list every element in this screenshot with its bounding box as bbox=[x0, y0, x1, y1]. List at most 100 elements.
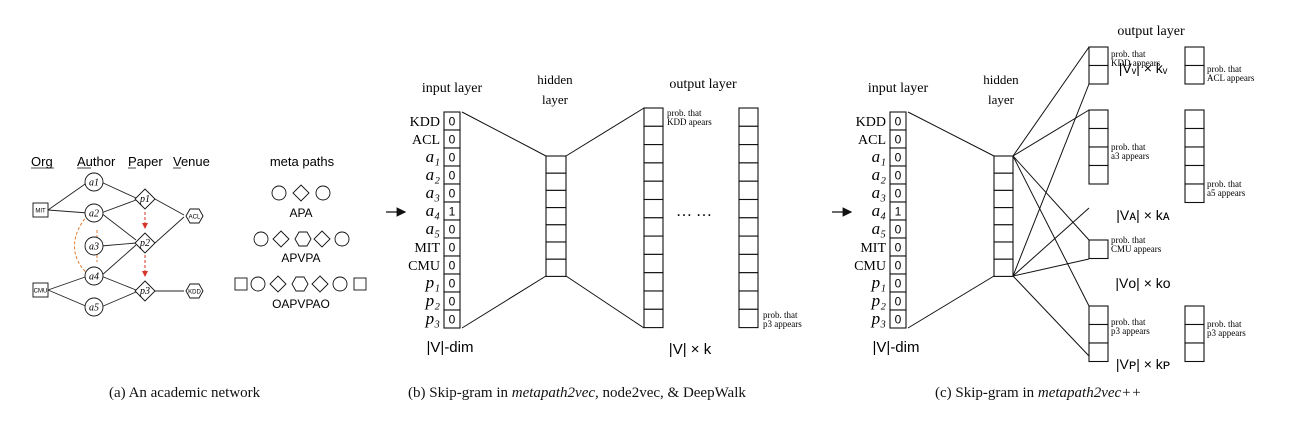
c-group2-a-cell-0 bbox=[1088, 239, 1109, 260]
c-group0-dim-label: |Vᵥ| × kᵥ bbox=[1119, 60, 1168, 76]
input-label-5: a₄ bbox=[426, 201, 441, 220]
hidden-layer bbox=[545, 155, 567, 277]
c-input-value-7: 0 bbox=[895, 241, 902, 255]
c-group1-b-cell-4 bbox=[1184, 183, 1205, 204]
c-group0-prob1-line1: prob. that bbox=[1111, 49, 1146, 59]
output2-cell-5 bbox=[738, 198, 759, 219]
c-group3-prob2-line2: p3 appears bbox=[1207, 328, 1246, 338]
c-group0-prob2-line2: ACL appears bbox=[1207, 73, 1255, 83]
paper-node-p3: p3 bbox=[139, 286, 150, 297]
input-label-1: ACL bbox=[412, 133, 440, 148]
c-group3-prob1-line1: prob. that bbox=[1111, 317, 1146, 327]
c-group3-a-cell-0 bbox=[1088, 305, 1109, 326]
c-hidden-layer-title-1: hidden bbox=[983, 72, 1019, 87]
meta-path-oapvpao: OAPVPAO bbox=[272, 297, 330, 311]
c-input-value-8: 0 bbox=[895, 259, 902, 273]
org-node-cmu: CMU bbox=[34, 289, 48, 295]
author-node-a3: a3 bbox=[89, 242, 99, 253]
header-author: Author bbox=[77, 154, 116, 169]
c-group1-a-cell-2 bbox=[1088, 146, 1109, 167]
output2-cell-4 bbox=[738, 180, 759, 201]
author-node-a2: a2 bbox=[89, 209, 99, 220]
c-input-value-4: 0 bbox=[895, 187, 902, 201]
c-input-label-5: a₄ bbox=[872, 201, 887, 220]
output1-cell-7 bbox=[643, 235, 664, 255]
input-value-4: 0 bbox=[449, 187, 456, 201]
input-value-7: 0 bbox=[449, 241, 456, 255]
panel-c-skipgram-plusplus: input layer hidden layer output layer KD… bbox=[832, 24, 1255, 372]
output2-cell-7 bbox=[738, 235, 759, 255]
input-cell-11 bbox=[443, 309, 461, 329]
header-org: Org bbox=[31, 154, 53, 169]
input-value-9: 0 bbox=[449, 277, 456, 291]
hidden-cell-4 bbox=[545, 224, 567, 243]
c-input-label-10: p₂ bbox=[871, 291, 887, 310]
c-input-label-2: a₁ bbox=[872, 147, 886, 166]
c-group1-prob1-line2: a3 appears bbox=[1111, 151, 1150, 161]
output2-cell-0 bbox=[738, 107, 759, 127]
c-group1-dim-label: |Vᴀ| × kᴀ bbox=[1116, 207, 1170, 223]
meta-paths-title: meta paths bbox=[270, 154, 335, 169]
input-label-8: CMU bbox=[408, 259, 440, 274]
c-group1-a-cell-0 bbox=[1088, 109, 1109, 130]
caption-b-suffix: , node2vec, & DeepWalk bbox=[595, 385, 746, 401]
venue-node-acl: ACL bbox=[189, 215, 201, 221]
c-group3-b-cell-0 bbox=[1184, 305, 1205, 326]
input-value-6: 0 bbox=[449, 223, 456, 237]
meta-path-oapvpao-shapes bbox=[234, 275, 367, 293]
prob-kdd-line1: prob. that bbox=[667, 108, 702, 118]
paper-node-p1: p1 bbox=[139, 194, 150, 205]
c-group1-a-cell-3 bbox=[1088, 164, 1109, 185]
hidden-layer-title-2: layer bbox=[542, 92, 569, 107]
output-ellipsis: … … bbox=[676, 203, 712, 220]
c-group3-a-cell-2 bbox=[1088, 342, 1109, 363]
output2-cell-11 bbox=[738, 308, 759, 329]
input-label-7: MIT bbox=[414, 241, 440, 256]
c-output-layer-title: output layer bbox=[1117, 24, 1185, 39]
c-group0-b-cell-1 bbox=[1184, 64, 1205, 85]
output1-cell-2 bbox=[643, 144, 664, 164]
input-label-0: KDD bbox=[410, 115, 440, 130]
input-label-9: p₁ bbox=[425, 273, 440, 292]
c-group0-b-cell-0 bbox=[1184, 46, 1205, 67]
c-hidden-cell-6 bbox=[993, 258, 1014, 277]
output2-cell-8 bbox=[738, 253, 759, 274]
c-group1-b-cell-2 bbox=[1184, 146, 1205, 167]
input-label-6: a₅ bbox=[426, 219, 441, 238]
output1-cell-5 bbox=[643, 198, 664, 219]
output2-cell-1 bbox=[738, 125, 759, 146]
caption-b-italic: metapath2vec bbox=[511, 385, 596, 401]
panel-b-skipgram: input layer hidden layer output layer KD… bbox=[386, 72, 802, 358]
input-dim-label: |V|-dim bbox=[427, 339, 474, 356]
c-input-label-0: KDD bbox=[856, 115, 886, 130]
c-input-value-1: 0 bbox=[895, 133, 902, 147]
c-group2-prob1-line1: prob. that bbox=[1111, 235, 1146, 245]
prob-kdd-line2: KDD apears bbox=[667, 117, 712, 127]
c-input-value-9: 0 bbox=[895, 277, 902, 291]
c-group1-prob1-line1: prob. that bbox=[1111, 142, 1146, 152]
output1-cell-9 bbox=[643, 272, 664, 292]
output1-cell-6 bbox=[643, 217, 664, 237]
input-value-0: 0 bbox=[449, 115, 456, 129]
c-group3-dim-label: |Vᴘ| × kᴘ bbox=[1116, 356, 1170, 372]
c-group1-b-cell-3 bbox=[1184, 164, 1205, 185]
c-hidden-cell-2 bbox=[993, 189, 1014, 209]
c-input-label-4: a₃ bbox=[872, 183, 887, 202]
c-hidden-layer-title-2: layer bbox=[988, 92, 1015, 107]
output2-cell-2 bbox=[738, 144, 759, 164]
c-input-label-6: a₅ bbox=[872, 219, 887, 238]
c-group3-b-cell-2 bbox=[1184, 342, 1205, 363]
c-group0-a-cell-0 bbox=[1088, 46, 1109, 67]
c-group1-b-cell-1 bbox=[1184, 127, 1205, 148]
c-input-label-9: p₁ bbox=[871, 273, 886, 292]
c-group0-a-cell-1 bbox=[1088, 64, 1109, 85]
input-value-5: 1 bbox=[449, 205, 456, 219]
hidden-cell-6 bbox=[545, 258, 567, 277]
input-value-8: 0 bbox=[449, 259, 456, 273]
